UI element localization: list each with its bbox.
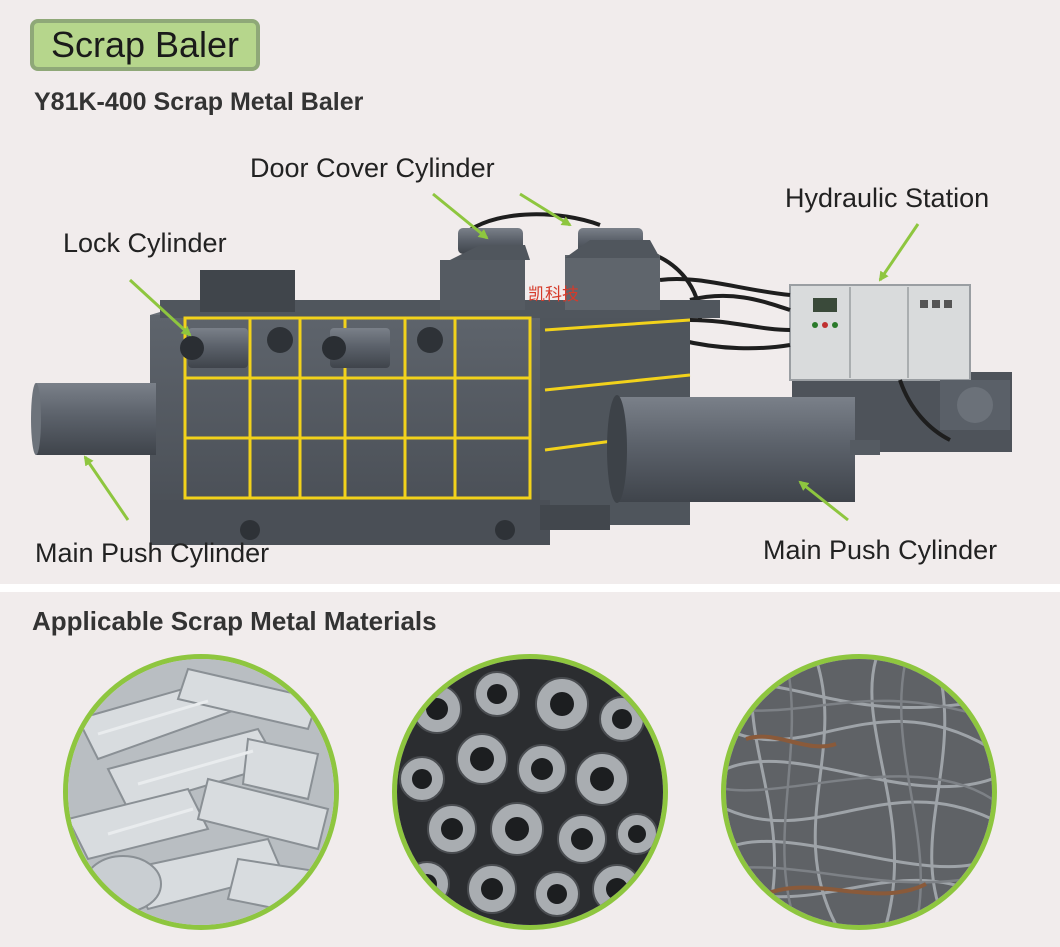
label-hydraulic-station: Hydraulic Station [785,183,990,213]
stamped-steel-scrap-image [392,654,668,930]
lock-cylinders [180,328,390,368]
main-push-cylinder-right [607,395,880,503]
steel-wire-scrap-image [721,654,997,930]
baler-machine-illustration: 凯科技 [31,212,1012,545]
label-door-cover-cylinder: Door Cover Cylinder [250,153,495,183]
title-badge: Scrap Baler [30,19,260,71]
door-cover-cylinders [450,228,660,260]
machine-brand-text: 凯科技 [528,285,579,305]
page-subtitle: Y81K-400 Scrap Metal Baler [34,88,364,116]
main-push-cylinder-left [31,383,156,455]
label-lock-cylinder: Lock Cylinder [63,228,227,258]
aluminum-profile-scrap-image [63,654,339,930]
label-main-push-cylinder-left: Main Push Cylinder [35,538,270,568]
materials-section-title: Applicable Scrap Metal Materials [32,606,437,636]
label-main-push-cylinder-right: Main Push Cylinder [763,535,998,565]
section-divider [0,584,1060,592]
